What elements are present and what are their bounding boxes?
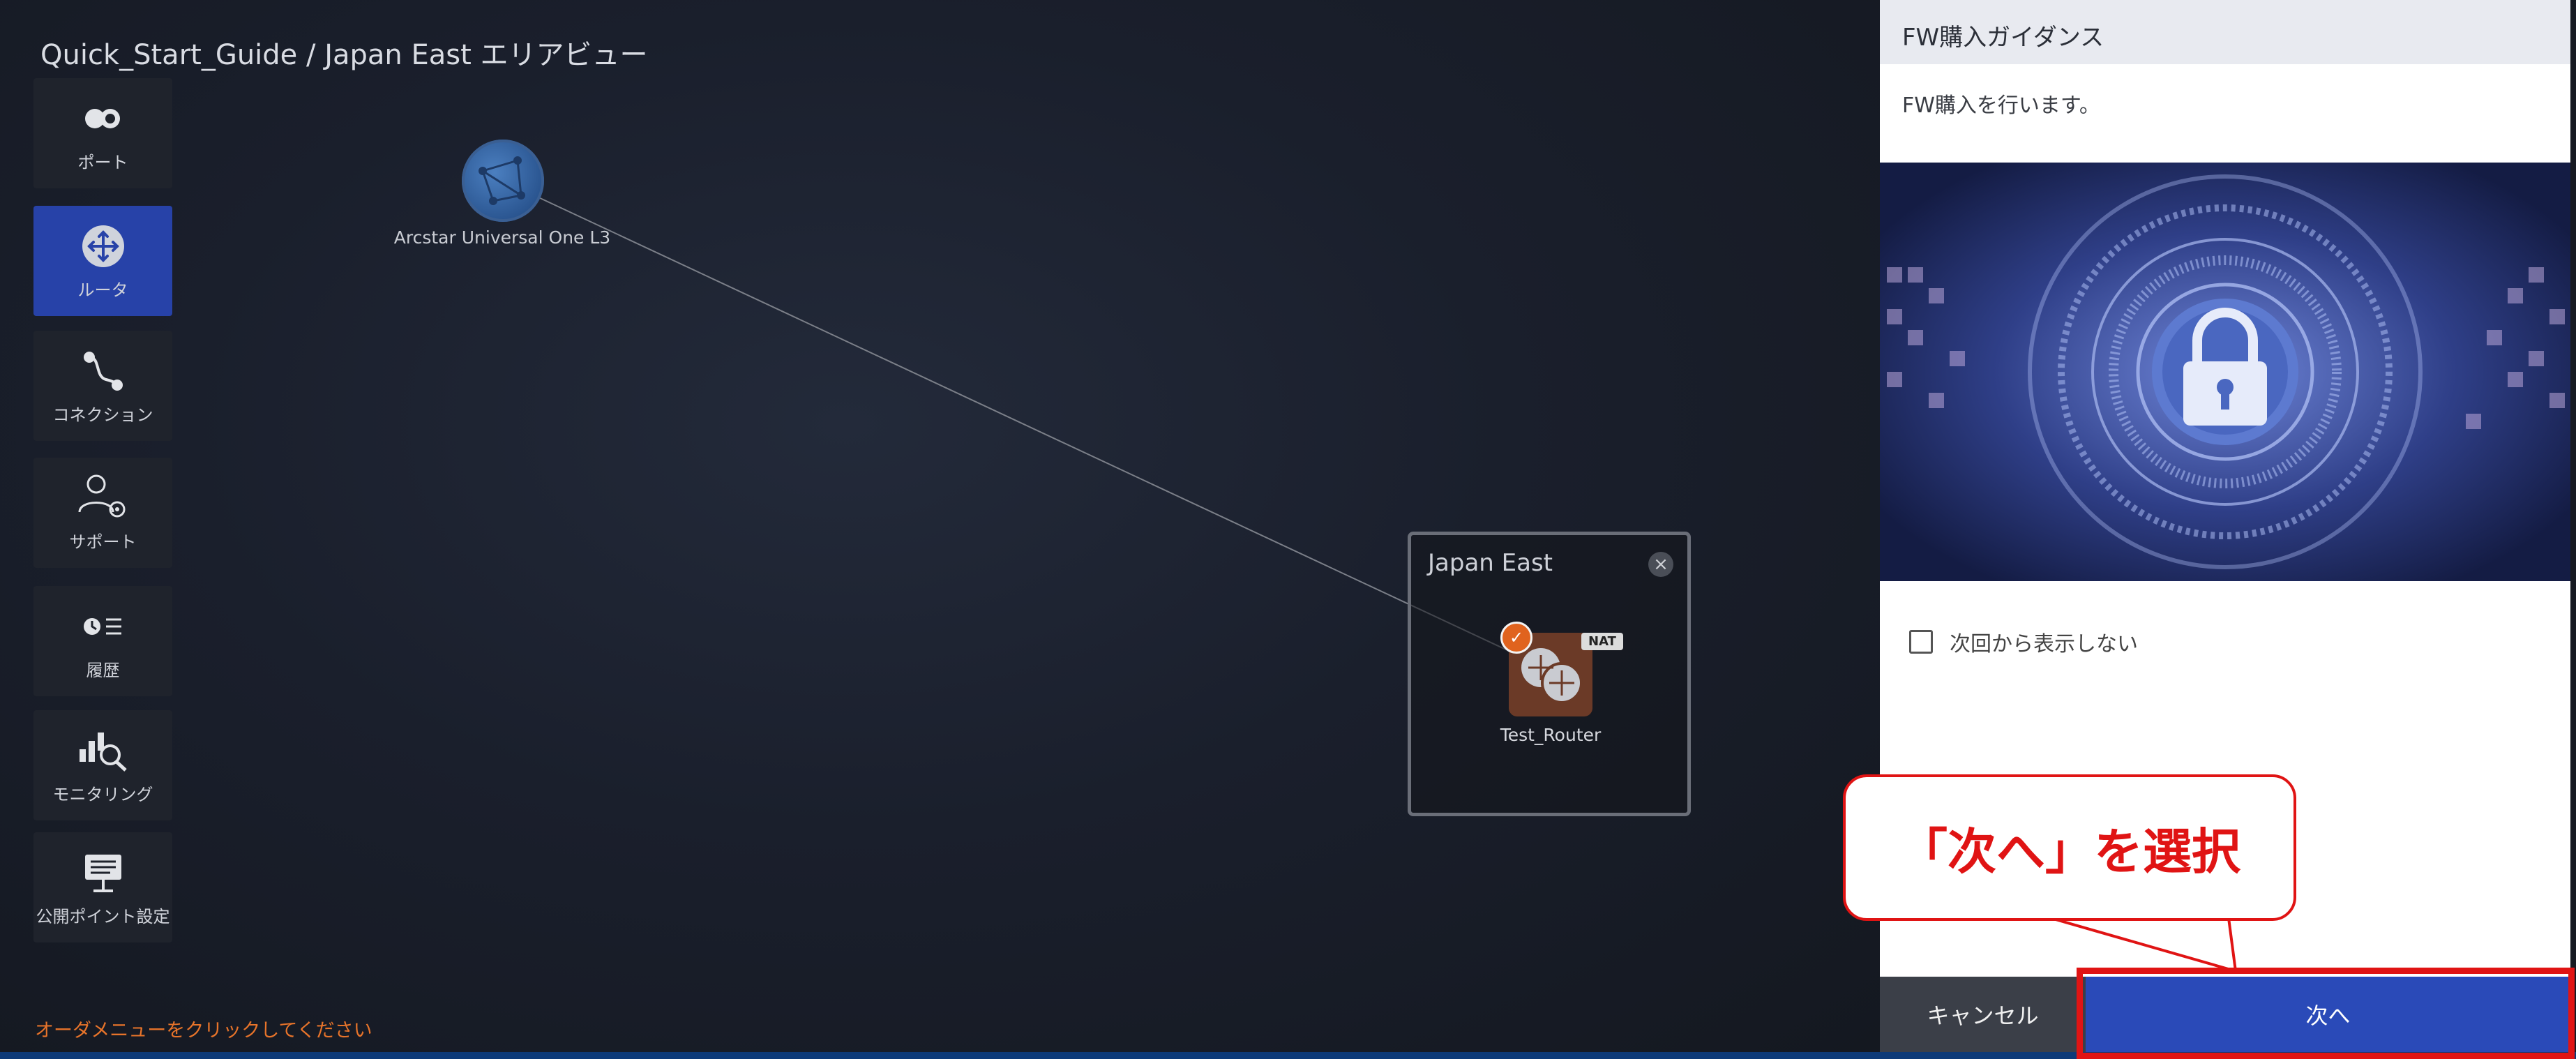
annotation-callout: 「次へ」を選択 bbox=[1843, 774, 2296, 921]
support-icon bbox=[75, 474, 131, 523]
connection-line bbox=[536, 196, 1520, 656]
sidebar-item-monitoring[interactable]: モニタリング bbox=[33, 710, 172, 820]
router-label: Test_Router bbox=[1500, 725, 1602, 745]
sidebar-item-label: コネクション bbox=[52, 405, 153, 425]
page-title: Quick_Start_Guide / Japan East エリアビュー bbox=[40, 39, 648, 71]
sidebar-item-port[interactable]: ポート bbox=[33, 78, 172, 188]
dont-show-again-row[interactable]: 次回から表示しない bbox=[1909, 626, 2138, 657]
sidebar-item-label: ポート bbox=[77, 152, 128, 172]
close-icon[interactable]: × bbox=[1648, 552, 1673, 577]
router-icon bbox=[75, 222, 131, 271]
cloud-node-icon[interactable] bbox=[462, 140, 544, 222]
sidebar-item-history[interactable]: 履歴 bbox=[33, 586, 172, 696]
sidebar-item-label: 公開ポイント設定 bbox=[36, 906, 170, 926]
sidebar-item-support[interactable]: サポート bbox=[33, 458, 172, 568]
bottom-strip bbox=[0, 1052, 2576, 1059]
port-icon bbox=[75, 94, 131, 143]
monitoring-icon bbox=[75, 726, 131, 775]
sidebar-item-label: サポート bbox=[69, 532, 137, 552]
checkbox-label: 次回から表示しない bbox=[1950, 632, 2138, 656]
sidebar-item-label: ルータ bbox=[77, 280, 128, 300]
order-hint-text: オーダメニューをクリックしてください bbox=[35, 1020, 372, 1042]
history-icon bbox=[75, 602, 131, 651]
check-icon: ✓ bbox=[1500, 622, 1532, 654]
area-box-japan-east[interactable]: Japan East × ✓ NAT Test_Router bbox=[1408, 532, 1691, 816]
sidebar-item-router[interactable]: ルータ bbox=[33, 206, 172, 316]
security-lock-image bbox=[1880, 163, 2570, 581]
next-button[interactable]: 次へ bbox=[2086, 977, 2570, 1052]
sidebar-item-label: 履歴 bbox=[86, 660, 120, 680]
sidebar-item-connection[interactable]: コネクション bbox=[33, 331, 172, 441]
panel-title: FW購入ガイダンス bbox=[1902, 24, 2104, 52]
map-canvas[interactable]: Quick_Start_Guide / Japan East エリアビュー ポー… bbox=[0, 0, 1880, 1059]
dont-show-again-checkbox[interactable] bbox=[1909, 630, 1933, 654]
panel-description: FW購入を行います。 bbox=[1902, 93, 2100, 118]
sidebar-item-public-point[interactable]: 公開ポイント設定 bbox=[33, 832, 172, 942]
panel-header: FW購入ガイダンス bbox=[1880, 0, 2570, 64]
cancel-button[interactable]: キャンセル bbox=[1880, 977, 2086, 1052]
sidebar-item-label: モニタリング bbox=[52, 784, 153, 804]
public-point-icon bbox=[75, 848, 131, 897]
cloud-node-label: Arcstar Universal One L3 bbox=[393, 227, 611, 248]
area-title: Japan East bbox=[1428, 549, 1553, 577]
nat-badge: NAT bbox=[1581, 633, 1623, 650]
connection-icon bbox=[75, 347, 131, 396]
